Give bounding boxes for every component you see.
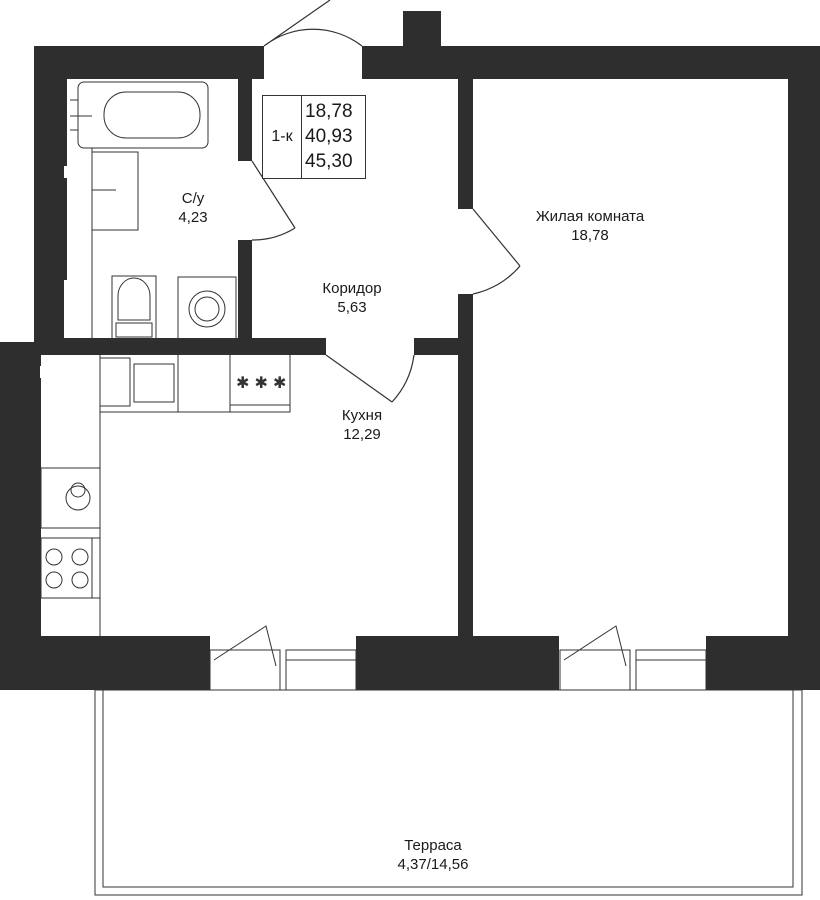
room-label-living: Жилая комната 18,78 [536,207,644,245]
living-area-value: 18,78 [305,101,353,122]
room-name: Кухня [341,407,383,424]
room-name: С/у [181,190,205,207]
terrace-outline [94,689,803,896]
room-label-bathroom: С/у 4,23 [178,189,207,227]
room-label-corridor: Коридор 5,63 [322,279,381,317]
room-area: 5,63 [337,299,367,316]
walls [0,11,820,690]
svg-text:✱ ✱ ✱: ✱ ✱ ✱ [236,373,286,392]
total-area-value: 40,93 [305,126,353,147]
room-area: 18,78 [571,227,609,244]
doors [251,0,521,403]
room-name: Коридор [322,280,382,297]
apartment-summary: 1-к 18,78 40,93 45,30 [262,95,366,179]
room-label-terrace: Терраса 4,37/14,56 [398,836,469,874]
room-area: 4,23 [178,209,208,226]
room-area: 12,29 [343,426,381,443]
stove-burners-icon: ✱ ✱ ✱ [236,373,286,392]
room-name: Терраса [404,837,462,854]
room-area: 4,37/14,56 [397,856,469,873]
bathroom-fixtures [70,81,237,341]
kitchen-fixtures [40,353,291,636]
room-name: Жилая комната [535,208,645,225]
room-label-kitchen: Кухня 12,29 [342,406,382,444]
area-with-terrace-value: 45,30 [305,151,353,172]
windows [209,625,707,691]
apartment-type: 1-к [263,96,302,178]
